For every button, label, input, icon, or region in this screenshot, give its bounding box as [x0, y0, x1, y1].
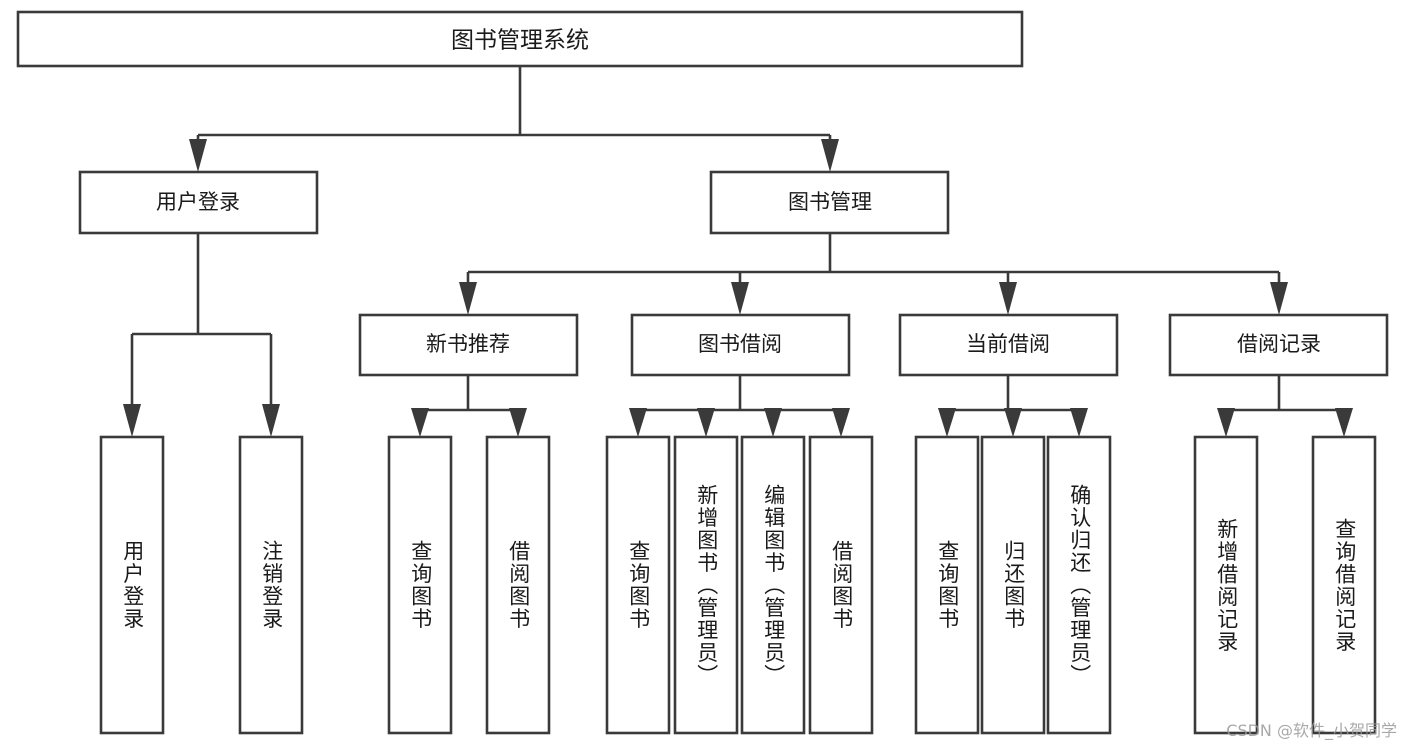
arrow-to-book-mgmt	[821, 139, 839, 172]
node-current-borrow-box[interactable]	[898, 313, 1119, 377]
arrow-bookborrow-leaf-1	[629, 408, 647, 437]
node-leaf-book-borrow-3-box[interactable]	[740, 435, 806, 735]
node-leaf-book-borrow-4-box[interactable]	[808, 435, 874, 735]
node-leaf-book-borrow-1-box[interactable]	[605, 435, 671, 735]
arrow-to-current-borrow	[999, 282, 1017, 315]
node-leaf-new-book-2-box[interactable]	[485, 435, 551, 735]
arrow-borrowrecord-leaf-2	[1335, 408, 1353, 437]
arrow-borrowrecord-leaf-1	[1217, 408, 1235, 437]
connectors-layer	[123, 66, 1353, 437]
nodes-layer: 图书管理系统 用户登录 图书管理 新书推荐 图书借阅 当前借阅 借阅记录	[16, 10, 1389, 735]
node-leaf-current-borrow-2-box[interactable]	[980, 435, 1046, 735]
node-leaf-user-login-1-box[interactable]	[99, 435, 165, 735]
arrow-userlogin-leaf-1	[123, 404, 141, 437]
node-leaf-borrow-record-1-box[interactable]	[1193, 435, 1259, 735]
arrow-userlogin-leaf-2	[262, 404, 280, 437]
arrow-to-borrow-record	[1270, 282, 1288, 315]
arrow-bookborrow-leaf-3	[764, 408, 782, 437]
node-leaf-book-borrow-2-box[interactable]	[673, 435, 739, 735]
node-current-borrow-label: 当前借阅	[966, 332, 1050, 356]
arrow-to-book-borrow	[731, 282, 749, 315]
node-root-label: 图书管理系统	[451, 28, 589, 54]
node-leaf-current-borrow-1-box[interactable]	[914, 435, 980, 735]
arrow-newbook-leaf-2	[509, 408, 527, 437]
node-leaf-new-book-1-box[interactable]	[387, 435, 453, 735]
node-new-book-recommend-label: 新书推荐	[426, 332, 510, 356]
node-book-management-label: 图书管理	[788, 190, 872, 214]
arrow-bookborrow-leaf-2	[697, 408, 715, 437]
node-book-borrow-label: 图书借阅	[698, 332, 782, 356]
arrow-currentborrow-leaf-1	[938, 408, 956, 437]
arrow-bookborrow-leaf-4	[832, 408, 850, 437]
arrow-newbook-leaf-1	[411, 408, 429, 437]
arrow-currentborrow-leaf-2	[1004, 408, 1022, 437]
node-root-box[interactable]	[16, 10, 1024, 68]
node-book-borrow-box[interactable]	[630, 313, 851, 377]
node-user-login-box[interactable]	[78, 170, 319, 235]
node-user-login-label: 用户登录	[156, 190, 240, 214]
arrow-currentborrow-leaf-3	[1070, 408, 1088, 437]
arrow-to-user-login	[189, 139, 207, 172]
node-book-management-box[interactable]	[709, 170, 950, 235]
arrow-to-new-book	[459, 282, 477, 315]
node-borrow-record-label: 借阅记录	[1237, 332, 1321, 356]
node-leaf-user-login-2-box[interactable]	[238, 435, 304, 735]
node-new-book-recommend-box[interactable]	[358, 313, 579, 377]
node-borrow-record-box[interactable]	[1168, 313, 1389, 377]
node-leaf-current-borrow-3-box[interactable]	[1046, 435, 1112, 735]
node-leaf-borrow-record-2-box[interactable]	[1311, 435, 1377, 735]
